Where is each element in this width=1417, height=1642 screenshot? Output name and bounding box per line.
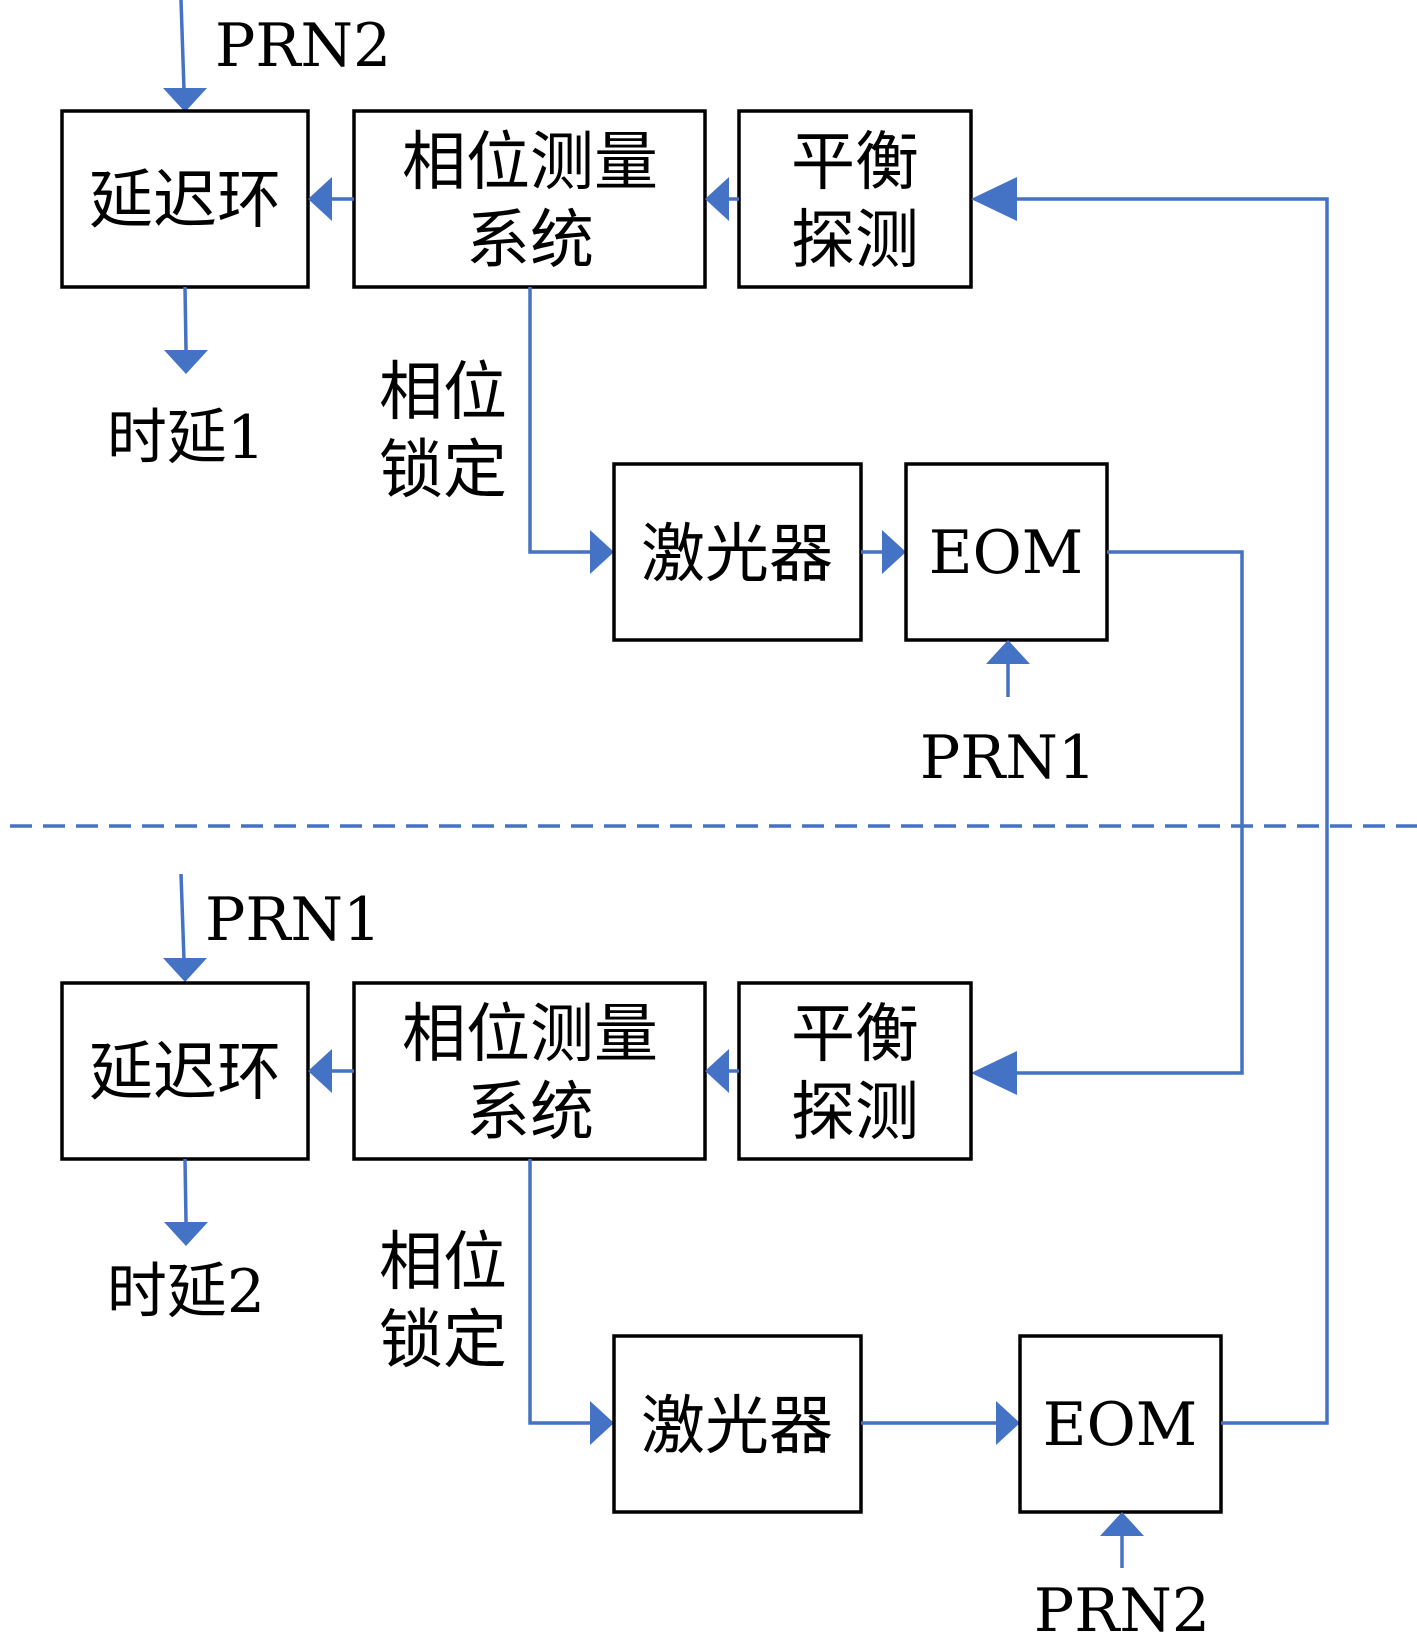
- bottom-delay-loop-label: 延迟环: [89, 1036, 281, 1110]
- top-prn-input-line: [179, 0, 186, 91]
- top-prn-input-label: PRN2: [215, 11, 391, 81]
- top-delay-output-label: 时延1: [107, 403, 265, 473]
- top-balanced-detection-label-line1: 平衡: [791, 126, 919, 200]
- bottom-eom-prn-arrowhead: [1100, 1512, 1144, 1536]
- bottom-prn-input-label: PRN1: [205, 885, 381, 955]
- top-eom-to-bottom-detector-arrowhead: [971, 1051, 1017, 1095]
- top-laser-label: 激光器: [641, 518, 833, 592]
- bottom-phase-to-delay-arrowhead: [308, 1049, 332, 1093]
- top-balanced-detection-box: [737, 109, 973, 289]
- bottom-delay-output-line: [183, 1158, 188, 1223]
- bottom-prn-input-arrowhead: [163, 958, 207, 982]
- top-balanced-to-phase-arrowhead: [705, 177, 729, 221]
- top-eom-to-bottom-detector-line: [1015, 550, 1244, 1075]
- top-laser-box: [612, 462, 863, 642]
- bottom-laser-box: [612, 1334, 863, 1514]
- top-phase-measurement-label-line2: 系统: [466, 204, 594, 278]
- bottom-phase-lock-label-line2: 锁定: [379, 1304, 507, 1378]
- top-delay-output-line: [183, 286, 188, 351]
- top-phase-lock-label-line1: 相位: [379, 356, 507, 430]
- top-delay-output-arrowhead: [164, 350, 208, 374]
- bottom-delay-loop-box: [60, 981, 310, 1161]
- bottom-balanced-detection-label-line2: 探测: [791, 1076, 919, 1150]
- bottom-eom-box: [1018, 1334, 1223, 1514]
- bottom-delay-output-arrowhead: [164, 1222, 208, 1246]
- bottom-eom-label: EOM: [1043, 1390, 1197, 1460]
- bottom-phase-measurement-label-line1: 相位测量: [402, 998, 658, 1072]
- bottom-phase-measurement-label-line2: 系统: [466, 1076, 594, 1150]
- bottom-eom-to-top-detector-line: [1015, 197, 1329, 1425]
- bottom-phase-measurement-box: [352, 981, 707, 1161]
- bottom-balanced-detection-label-line1: 平衡: [791, 998, 919, 1072]
- bottom-balanced-to-phase-arrowhead: [705, 1049, 729, 1093]
- top-phase-measurement-label-line1: 相位测量: [402, 126, 658, 200]
- bottom-phase-lock-label-line1: 相位: [379, 1226, 507, 1300]
- bottom-balanced-detection-box: [737, 981, 973, 1161]
- top-eom-prn-label: PRN1: [920, 723, 1096, 793]
- top-phase-measurement-box: [352, 109, 707, 289]
- top-balanced-detection-label-line2: 探测: [791, 204, 919, 278]
- bottom-prn-input-line: [179, 873, 186, 961]
- top-prn-input-arrowhead: [163, 88, 207, 112]
- top-eom-label: EOM: [929, 518, 1083, 588]
- bottom-phase-lock-arrowhead: [590, 1401, 614, 1445]
- top-phase-to-delay-arrowhead: [308, 177, 332, 221]
- top-delay-loop-label: 延迟环: [89, 164, 281, 238]
- bottom-laser-to-eom-arrowhead: [996, 1401, 1020, 1445]
- top-eom-prn-arrowhead: [986, 640, 1030, 664]
- top-phase-lock-label-line2: 锁定: [379, 434, 507, 508]
- top-laser-to-eom-arrowhead: [882, 530, 906, 574]
- bottom-laser-label: 激光器: [641, 1390, 833, 1464]
- top-delay-loop-box: [60, 109, 310, 289]
- bottom-delay-output-label: 时延2: [107, 1257, 265, 1327]
- bottom-phase-lock-line: [528, 1159, 592, 1425]
- bottom-eom-to-top-detector-arrowhead: [971, 177, 1017, 221]
- top-eom-box: [904, 462, 1109, 642]
- top-phase-lock-line: [528, 287, 592, 554]
- bottom-eom-prn-label: PRN2: [1034, 1576, 1210, 1642]
- top-phase-lock-arrowhead: [590, 530, 614, 574]
